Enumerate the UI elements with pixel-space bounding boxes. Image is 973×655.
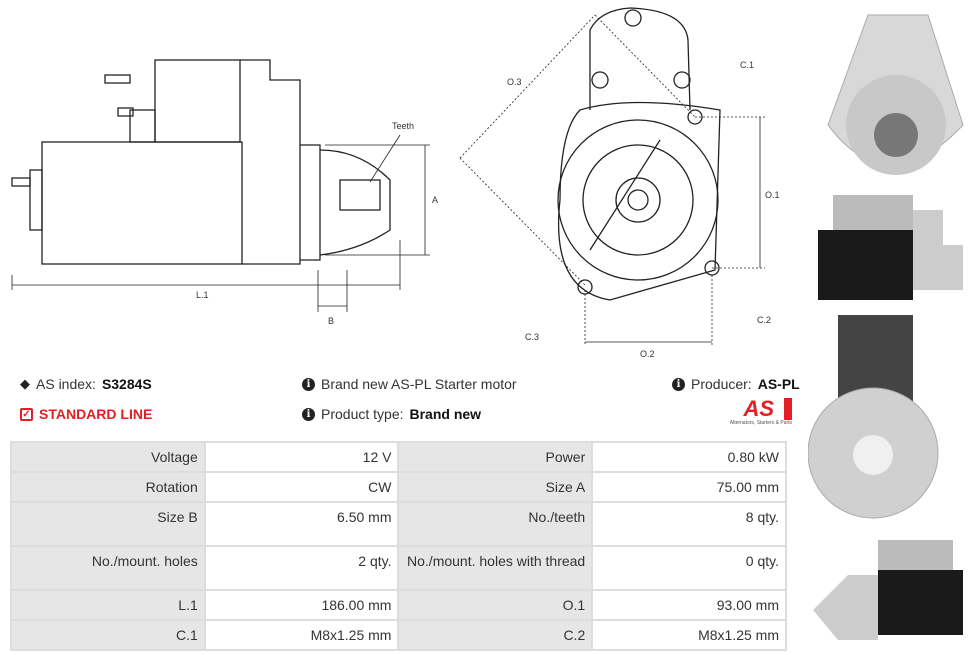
c1-label: C.1 xyxy=(740,60,754,70)
as-index-label: AS index: xyxy=(36,376,96,392)
product-type: i Product type: Brand new xyxy=(302,406,481,422)
spec-label: No./teeth xyxy=(397,501,594,547)
spec-value: 6.50 mm xyxy=(203,501,400,547)
as-index: ◆ AS index: S3284S xyxy=(20,376,152,392)
spec-label: Size A xyxy=(397,471,594,503)
spec-label: Rotation xyxy=(10,471,206,503)
spec-label: O.1 xyxy=(397,589,594,621)
product-type-value: Brand new xyxy=(409,406,482,422)
spec-label: C.2 xyxy=(397,619,594,651)
product-photos xyxy=(807,5,968,650)
info-icon: i xyxy=(302,407,315,421)
spec-label: No./mount. holes with thread xyxy=(397,545,594,591)
spec-label: Voltage xyxy=(10,441,206,473)
spec-value: 12 V xyxy=(203,441,400,473)
photo-side[interactable] xyxy=(818,195,963,300)
standard-line-badge: ✓ STANDARD LINE xyxy=(20,406,152,422)
size-b-label: B xyxy=(328,316,334,326)
spec-label: Power xyxy=(397,441,594,473)
info-icon: i xyxy=(672,377,685,391)
photo-rear[interactable] xyxy=(807,315,939,519)
photo-angle[interactable] xyxy=(813,540,963,640)
producer-value: AS-PL xyxy=(757,376,800,392)
producer: i Producer: AS-PL xyxy=(672,376,800,392)
logo-mark: AS xyxy=(700,398,792,420)
l1-label: L.1 xyxy=(196,290,209,300)
producer-label: Producer: xyxy=(691,376,752,392)
spec-value: 0.80 kW xyxy=(591,441,787,473)
front-view-drawing: O.3 C.1 O.1 C.2 C.3 O.2 xyxy=(459,7,780,359)
spec-value: M8x1.25 mm xyxy=(591,619,787,651)
size-a-label: A xyxy=(432,195,438,205)
checkbox-icon: ✓ xyxy=(20,407,33,421)
spec-value: 186.00 mm xyxy=(203,589,400,621)
description-text: Brand new AS-PL Starter motor xyxy=(321,376,517,392)
spec-label: C.1 xyxy=(10,619,206,651)
side-view-drawing: Teeth A L.1 B xyxy=(11,59,438,326)
tags-icon: ◆ xyxy=(20,376,30,391)
spec-value: 0 qty. xyxy=(591,545,787,591)
c3-label: C.3 xyxy=(525,332,539,342)
info-icon: i xyxy=(302,377,315,391)
as-pl-logo: AS Alternators, Starters & Parts xyxy=(700,398,792,426)
spec-value: 75.00 mm xyxy=(591,471,787,503)
logo-tagline: Alternators, Starters & Parts xyxy=(729,420,792,426)
spec-label: No./mount. holes xyxy=(10,545,206,591)
photo-front[interactable] xyxy=(827,14,964,175)
description: i Brand new AS-PL Starter motor xyxy=(302,376,517,392)
spec-value: 8 qty. xyxy=(591,501,787,547)
spec-label: Size B xyxy=(10,501,206,547)
o2-label: O.2 xyxy=(640,349,655,359)
o3-label: O.3 xyxy=(507,77,522,87)
standard-line-label: STANDARD LINE xyxy=(39,406,153,422)
spec-value: 2 qty. xyxy=(203,545,400,591)
teeth-label: Teeth xyxy=(392,121,414,131)
as-index-value: S3284S xyxy=(101,376,152,392)
spec-label: L.1 xyxy=(10,589,206,621)
o1-label: O.1 xyxy=(765,190,780,200)
spec-value: CW xyxy=(203,471,400,503)
c2-label: C.2 xyxy=(757,315,771,325)
spec-value: 93.00 mm xyxy=(591,589,787,621)
spec-value: M8x1.25 mm xyxy=(203,619,400,651)
product-type-label: Product type: xyxy=(321,406,404,422)
